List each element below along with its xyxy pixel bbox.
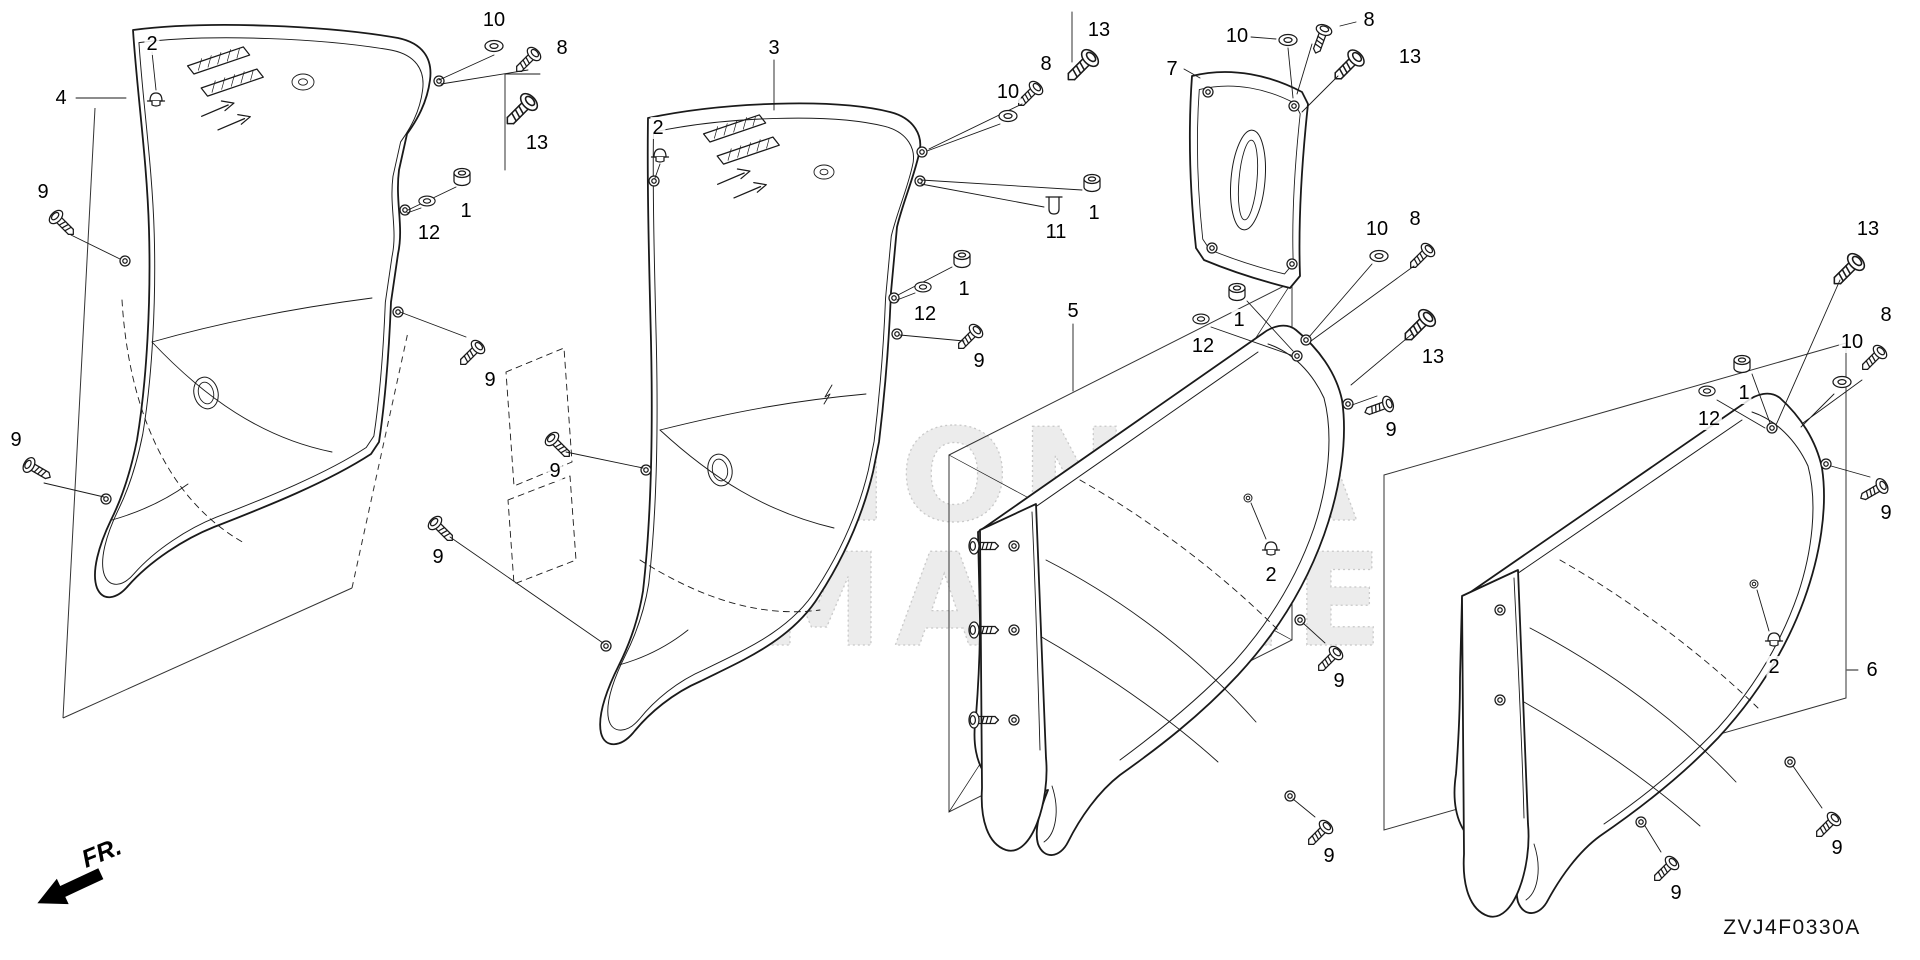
panel-6 (1453, 392, 1825, 918)
bolt-icon (454, 337, 488, 371)
washer-icon (1369, 249, 1389, 263)
bolt-icon (1307, 21, 1334, 57)
front-label: FR. (78, 833, 126, 874)
bolt-icon (20, 454, 55, 485)
grommet-hole (1243, 493, 1253, 503)
bolt-hole (640, 464, 652, 476)
nut-icon (1228, 282, 1246, 302)
bolt-icon (1648, 853, 1682, 887)
washer-icon (914, 281, 932, 293)
bolt-hole (100, 493, 112, 505)
bolt-hole (1784, 756, 1796, 768)
bolt-icon (1856, 475, 1891, 506)
washer-icon (1698, 385, 1716, 397)
bolt-hole (648, 175, 660, 187)
washer-icon (418, 195, 436, 207)
screw-icon (1826, 249, 1869, 292)
screw-icon (499, 89, 542, 132)
bolt-icon (46, 207, 80, 241)
bolt-hole (888, 292, 900, 304)
bolt-icon (1302, 817, 1336, 851)
panel-4 (94, 24, 432, 599)
bolt-icon (425, 513, 459, 547)
washer-icon (998, 109, 1018, 123)
bolt-hole (1008, 624, 1020, 636)
bolt-hole (433, 75, 445, 87)
bolt-hole (1291, 350, 1303, 362)
nut-icon (1733, 354, 1751, 374)
bolt-hole (1286, 258, 1298, 270)
bolt-hole (119, 255, 131, 267)
bolt-hole (392, 306, 404, 318)
bolt-hole (1008, 714, 1020, 726)
bolt-icon (952, 321, 986, 355)
bolt-icon (1856, 342, 1890, 376)
fr-arrow: FR. (37, 833, 126, 905)
washer-icon (484, 39, 504, 53)
bolt-icon (1404, 240, 1438, 274)
grommet-hole (1749, 579, 1759, 589)
bolt-hole (891, 328, 903, 340)
bolt-hole (1766, 422, 1778, 434)
bolt-hole (1820, 458, 1832, 470)
front-arrow-icon (37, 868, 104, 905)
bolt-hole (1288, 100, 1300, 112)
bolt-hole (1008, 540, 1020, 552)
bolt-hole (1494, 694, 1506, 706)
bolt-hole (1206, 242, 1218, 254)
screw-icon (1060, 45, 1103, 88)
bolt-icon (1810, 809, 1844, 843)
nut-icon (953, 249, 971, 269)
leader-lines (43, 11, 1871, 853)
clip-icon (1045, 196, 1063, 215)
bolt-hole (1635, 816, 1647, 828)
nut-icon (1083, 173, 1101, 193)
bracket-7 (1189, 71, 1309, 289)
washer-icon (1832, 375, 1852, 389)
washer-icon (1192, 313, 1210, 325)
nut-icon (453, 167, 471, 187)
panel-5 (973, 324, 1345, 856)
bolt-hole (916, 146, 928, 158)
bolt-icon (542, 429, 576, 463)
diagram-code: ZVJ4F0330A (1723, 916, 1861, 939)
bolt-hole (1494, 604, 1506, 616)
bolt-hole (1342, 398, 1354, 410)
washer-icon (1278, 33, 1298, 47)
bolt-hole (1202, 86, 1214, 98)
